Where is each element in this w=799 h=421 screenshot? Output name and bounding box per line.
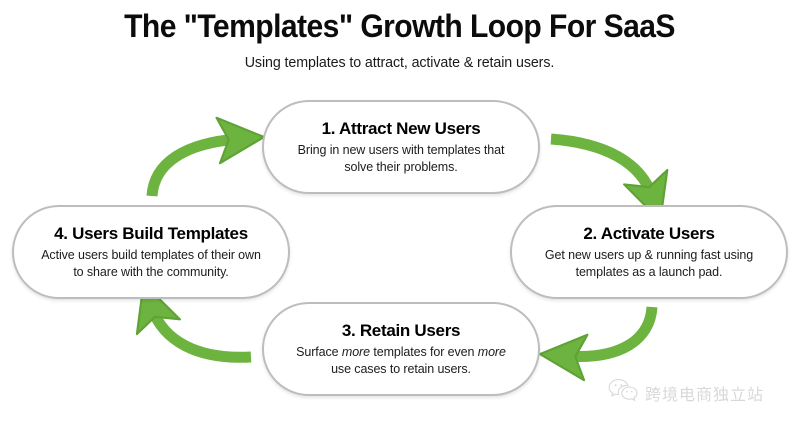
node-description: Surface more templates for even more use… — [296, 344, 506, 377]
node-desc-line-2: to share with the community. — [73, 264, 229, 279]
node-desc-line-1: Get new users up & running fast using — [544, 248, 754, 263]
watermark-text: 跨境电商独立站 — [645, 384, 765, 404]
node-attract-new-users[interactable]: 1. Attract New Users Bring in new users … — [262, 100, 540, 194]
node-desc-emphasis-1: more — [341, 345, 370, 360]
page-title: The "Templates" Growth Loop For SaaS — [124, 8, 675, 44]
wechat-icon — [608, 378, 638, 407]
node-desc-line-2: solve their problems. — [344, 159, 458, 174]
arrow-4-to-1 — [146, 116, 266, 197]
node-desc-emphasis-2: more — [477, 345, 506, 360]
node-desc-line-2: use cases to retain users. — [331, 361, 471, 376]
arrow-1-to-2 — [550, 133, 669, 222]
node-description: Get new users up & running fast using te… — [545, 247, 753, 280]
node-title: 4. Users Build Templates — [54, 223, 248, 243]
node-desc-line-1: Bring in new users with templates that — [297, 143, 505, 158]
node-activate-users[interactable]: 2. Activate Users Get new users up & run… — [510, 205, 788, 299]
arrow-2-to-3 — [538, 306, 658, 382]
node-retain-users[interactable]: 3. Retain Users Surface more templates f… — [262, 302, 540, 396]
arrow-3-to-4 — [135, 282, 252, 363]
watermark: 跨境电商独立站 — [608, 378, 764, 407]
node-desc-line-2: templates as a launch pad. — [575, 264, 723, 279]
node-title: 3. Retain Users — [341, 320, 461, 340]
node-users-build-templates[interactable]: 4. Users Build Templates Active users bu… — [12, 205, 290, 299]
node-desc-mid: templates for even — [369, 345, 478, 360]
page-subtitle: Using templates to attract, activate & r… — [244, 54, 555, 71]
node-description: Bring in new users with templates that s… — [298, 142, 505, 175]
node-title: 2. Activate Users — [583, 223, 715, 243]
header: The "Templates" Growth Loop For SaaS Usi… — [0, 0, 799, 71]
node-title: 1. Attract New Users — [321, 118, 481, 138]
node-description: Active users build templates of their ow… — [41, 247, 261, 280]
node-desc-line-1: Active users build templates of their ow… — [41, 248, 261, 263]
node-desc-pre: Surface — [296, 345, 342, 360]
